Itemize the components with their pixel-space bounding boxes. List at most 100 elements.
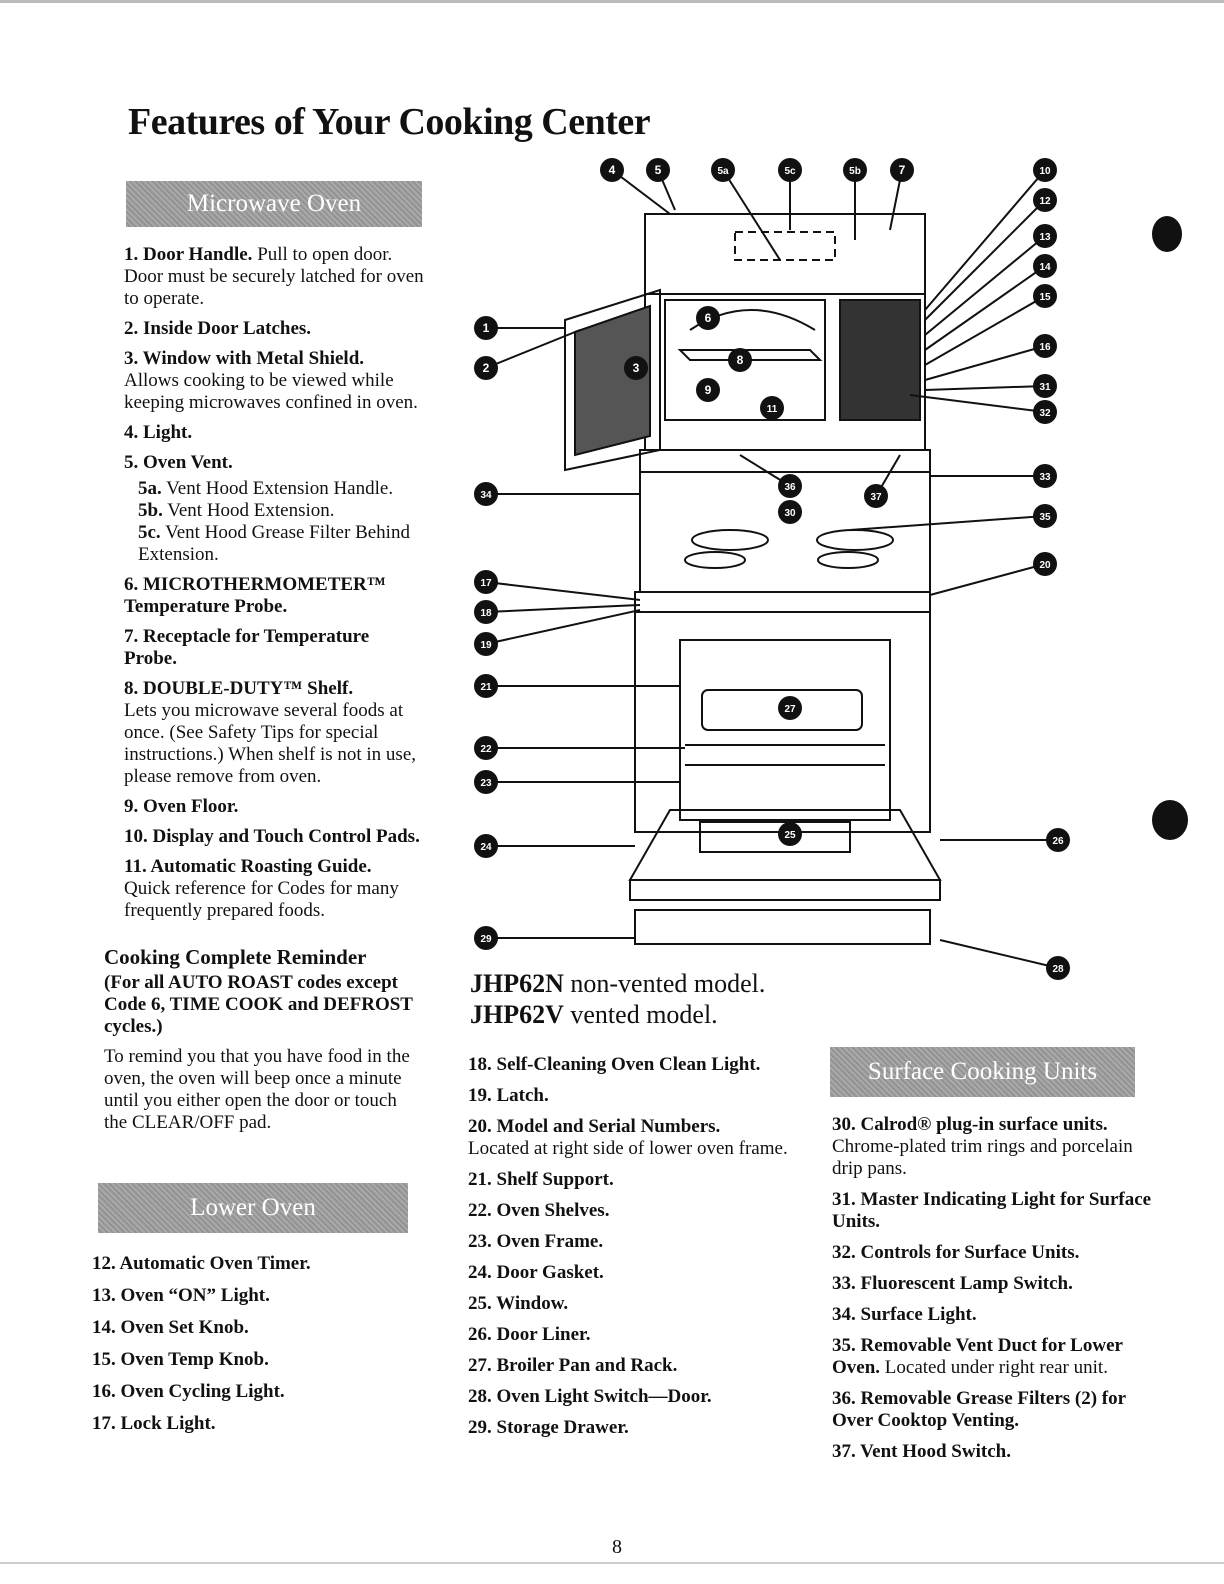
item-29: 29. Storage Drawer. — [468, 1417, 788, 1439]
callout-marker-7 — [890, 158, 914, 182]
item-label: 23. Oven Frame. — [468, 1231, 604, 1252]
item-label: 34. Surface Light. — [832, 1304, 977, 1325]
surface-heading-text: Surface Cooking Units — [867, 1058, 1098, 1085]
item-label: 5. Oven Vent. — [124, 452, 233, 473]
callout-label-29: 29 — [480, 934, 492, 945]
item-25: 25. Window. — [468, 1293, 788, 1315]
item-label: 11. Automatic Roasting Guide. — [124, 856, 372, 877]
surface-unit-left-rear — [691, 529, 769, 551]
binder-hole-top — [1152, 216, 1182, 252]
callout-marker-22 — [474, 736, 498, 760]
item-label: 26. Door Liner. — [468, 1324, 591, 1345]
item-2: 2. Inside Door Latches. — [124, 318, 424, 340]
surface-unit-right-rear — [816, 529, 894, 551]
control-panel — [839, 299, 921, 421]
callout-marker-8 — [728, 348, 752, 372]
callout-label-5c: 5c — [784, 166, 796, 177]
callout-marker-32 — [1033, 400, 1057, 424]
storage-drawer — [634, 909, 931, 945]
callout-leader-28 — [939, 939, 1059, 969]
item-24: 24. Door Gasket. — [468, 1262, 788, 1284]
item-label: 2. Inside Door Latches. — [124, 318, 312, 339]
scan-edge-top — [0, 0, 1224, 3]
surface-heading: Surface Cooking Units — [830, 1047, 1135, 1097]
item-18: 18. Self-Cleaning Oven Clean Light. — [468, 1054, 788, 1076]
callout-marker-35 — [1033, 504, 1057, 528]
item-label: 36. Removable Grease Filters (2) for Ove… — [832, 1388, 1126, 1431]
callout-leader-32 — [909, 394, 1046, 413]
callout-marker-9 — [696, 378, 720, 402]
item-desc: Lets you microwave several foods at once… — [124, 700, 417, 787]
callout-label-16: 16 — [1039, 342, 1051, 353]
callout-label-20: 20 — [1039, 560, 1051, 571]
callout-label-5: 5 — [655, 163, 662, 177]
surface-unit-right-front — [817, 551, 879, 569]
middle-items: 18. Self-Cleaning Oven Clean Light. 19. … — [468, 1054, 788, 1448]
callout-leader-18 — [485, 604, 641, 613]
callout-marker-6 — [696, 306, 720, 330]
callout-marker-23 — [474, 770, 498, 794]
item-23: 23. Oven Frame. — [468, 1231, 788, 1253]
item-13: 13. Oven “ON” Light. — [92, 1285, 270, 1306]
surface-items: 30. Calrod® plug-in surface units.Chrome… — [832, 1114, 1152, 1472]
reminder-text: To remind you that you have food in the … — [104, 1046, 410, 1133]
lower-oven-cavity — [679, 639, 891, 821]
item-32: 32. Controls for Surface Units. — [832, 1242, 1152, 1264]
item-31: 31. Master Indicating Light for Surface … — [832, 1189, 1152, 1233]
callout-leader-20 — [929, 563, 1046, 596]
oven-door-window — [699, 821, 851, 853]
callout-marker-26 — [1046, 828, 1070, 852]
item-label: 5c. — [138, 522, 161, 543]
item-20: 20. Model and Serial Numbers.Located at … — [468, 1116, 788, 1160]
item-desc: Located at right side of lower oven fram… — [468, 1138, 788, 1159]
broiler-pan — [701, 689, 863, 731]
item-17: 17. Lock Light. — [92, 1413, 216, 1434]
item-label: 29. Storage Drawer. — [468, 1417, 629, 1438]
callout-leader-35 — [849, 515, 1046, 531]
item-label: 8. DOUBLE-DUTY™ Shelf. — [124, 678, 354, 699]
item-21: 21. Shelf Support. — [468, 1169, 788, 1191]
item-5b: 5b. Vent Hood Extension. — [138, 500, 424, 522]
item-label: 20. Model and Serial Numbers. — [468, 1116, 721, 1137]
callout-marker-1 — [474, 316, 498, 340]
item-label: 5b. — [138, 500, 163, 521]
grease-filter-outline — [734, 231, 836, 261]
callout-marker-16 — [1033, 334, 1057, 358]
callout-marker-5a — [711, 158, 735, 182]
callout-marker-5b — [843, 158, 867, 182]
microwave-cavity — [664, 299, 826, 421]
item-35: 35. Removable Vent Duct for Lower Oven. … — [832, 1335, 1152, 1379]
item-label: 37. Vent Hood Switch. — [832, 1441, 1011, 1462]
callout-marker-12 — [1033, 188, 1057, 212]
item-label: 4. Light. — [124, 422, 193, 443]
reminder-section: Cooking Complete Reminder (For all AUTO … — [104, 944, 414, 1134]
callout-leader-12 — [924, 199, 1046, 321]
double-duty-shelf — [677, 349, 823, 361]
callout-leader-19 — [485, 609, 641, 645]
callout-marker-37 — [864, 484, 888, 508]
callout-leader-10 — [924, 169, 1046, 311]
callout-marker-30 — [778, 500, 802, 524]
item-label: 6. MICROTHERMOMETER™ Temperature Probe. — [124, 574, 386, 617]
callout-marker-29 — [474, 926, 498, 950]
model-desc-v: vented model. — [563, 1000, 718, 1029]
item-33: 33. Fluorescent Lamp Switch. — [832, 1273, 1152, 1295]
callout-label-32: 32 — [1039, 408, 1051, 419]
callout-leader-5a — [722, 169, 781, 261]
item-label: 35. Removable Vent Duct for Lower Oven. — [832, 1335, 1123, 1378]
callout-label-3: 3 — [633, 361, 640, 375]
item-11: 11. Automatic Roasting Guide.Quick refer… — [124, 856, 424, 922]
callout-label-4: 4 — [609, 163, 616, 177]
item-3: 3. Window with Metal Shield.Allows cooki… — [124, 348, 424, 414]
callout-marker-4 — [600, 158, 624, 182]
item-label: 22. Oven Shelves. — [468, 1200, 610, 1221]
callout-leader-13 — [924, 235, 1046, 336]
item-4: 4. Light. — [124, 422, 424, 444]
item-desc: Vent Hood Extension. — [167, 500, 335, 521]
item-15: 15. Oven Temp Knob. — [92, 1349, 269, 1370]
callout-label-7: 7 — [899, 163, 906, 177]
item-34: 34. Surface Light. — [832, 1304, 1152, 1326]
callout-leader-2 — [485, 329, 581, 369]
microwave-heading: Microwave Oven — [126, 181, 422, 227]
callout-label-24: 24 — [480, 842, 492, 853]
